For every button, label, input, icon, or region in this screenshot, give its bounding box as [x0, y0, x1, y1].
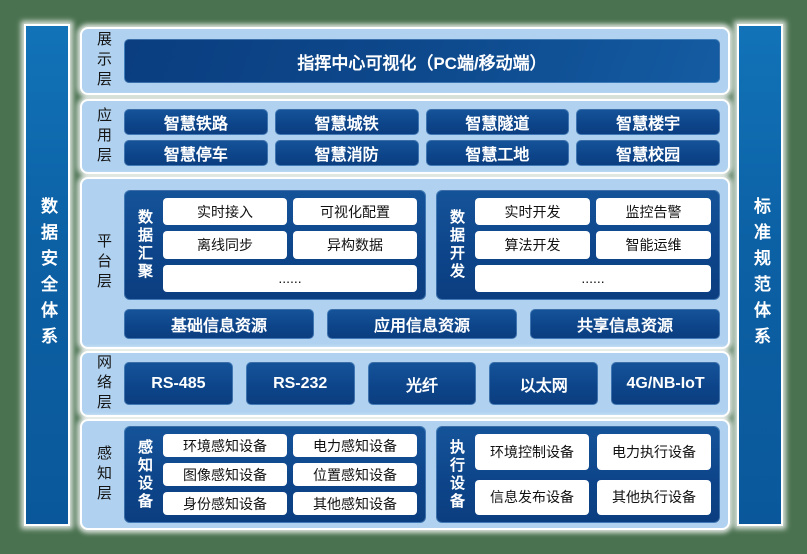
plat-box-intelligent-ops: 智能运维 [596, 231, 711, 259]
perc-box-other-sensing: 其他感知设备 [293, 492, 417, 515]
pillar-standards-label: 标准规范体系 [751, 197, 770, 353]
plat-box-more-right: ...... [475, 264, 711, 292]
pillar-data-security: 数据安全体系 [24, 24, 70, 526]
app-box-smart-firefighting: 智慧消防 [274, 140, 419, 166]
perc-box-env-sensing: 环境感知设备 [163, 434, 287, 457]
app-box-smart-building: 智慧楼宇 [576, 109, 720, 135]
plat-box-offline-sync: 离线同步 [163, 231, 287, 259]
group-actuator-devices: 执行设备 环境控制设备 电力执行设备 信息发布设备 其他执行设备 [436, 426, 720, 523]
group-data-aggregation-label: 数据汇聚 [136, 209, 153, 281]
net-box-fiber: 光纤 [367, 362, 477, 405]
pillar-standards: 标准规范体系 [737, 24, 783, 526]
display-main-box: 指挥中心可视化（PC端/移动端） [124, 39, 720, 83]
platform-resources: 基础信息资源 应用信息资源 共享信息资源 [124, 309, 720, 339]
group-data-development: 数据开发 实时开发 监控告警 算法开发 智能运维 ...... [436, 190, 720, 300]
exec-box-other-exec: 其他执行设备 [597, 479, 711, 515]
resource-box-shared-info: 共享信息资源 [530, 309, 720, 339]
platform-groups: 数据汇聚 实时接入 可视化配置 离线同步 异构数据 ...... 数据开发 实时… [124, 190, 720, 300]
app-box-smart-railway: 智慧铁路 [124, 109, 268, 135]
group-data-aggregation: 数据汇聚 实时接入 可视化配置 离线同步 异构数据 ...... [124, 190, 426, 300]
group-actuator-devices-label: 执行设备 [448, 438, 465, 511]
net-box-ethernet: 以太网 [489, 362, 599, 405]
app-box-smart-parking: 智慧停车 [124, 140, 268, 166]
layer-display: 展示层 指挥中心可视化（PC端/移动端） [80, 27, 730, 95]
perception-groups: 感知设备 环境感知设备 电力感知设备 图像感知设备 位置感知设备 身份感知设备 … [124, 426, 720, 523]
group-data-development-label: 数据开发 [448, 209, 465, 281]
resource-box-application-info: 应用信息资源 [327, 309, 517, 339]
plat-box-algorithm-dev: 算法开发 [475, 231, 590, 259]
app-box-smart-worksite: 智慧工地 [425, 140, 570, 166]
layer-application: 应用层 智慧铁路 智慧城铁 智慧隧道 智慧楼宇 智慧停车 智慧消防 智慧工地 智… [80, 99, 730, 174]
layer-network-label: 网络层 [95, 354, 112, 414]
app-box-smart-tunnel: 智慧隧道 [425, 109, 570, 135]
perc-box-identity-sensing: 身份感知设备 [163, 492, 287, 515]
layer-display-label: 展示层 [95, 31, 112, 91]
app-box-smart-campus: 智慧校园 [576, 140, 720, 166]
plat-box-realtime-access: 实时接入 [163, 198, 287, 226]
plat-box-monitoring-alert: 监控告警 [596, 198, 711, 226]
pillar-data-security-label: 数据安全体系 [38, 197, 57, 353]
exec-box-env-control: 环境控制设备 [475, 434, 589, 470]
layer-network: 网络层 RS-485 RS-232 光纤 以太网 4G/NB-IoT [80, 351, 730, 417]
perc-box-power-sensing: 电力感知设备 [293, 434, 417, 457]
plat-box-more-left: ...... [163, 264, 417, 292]
layer-platform-label: 平台层 [95, 233, 112, 293]
app-box-smart-metro: 智慧城铁 [274, 109, 419, 135]
exec-box-power-exec: 电力执行设备 [597, 434, 711, 470]
network-row: RS-485 RS-232 光纤 以太网 4G/NB-IoT [124, 362, 720, 405]
plat-box-heterogeneous-data: 异构数据 [293, 231, 417, 259]
layer-platform: 平台层 数据汇聚 实时接入 可视化配置 离线同步 异构数据 ...... 数据开… [80, 177, 730, 349]
group-sensing-devices-label: 感知设备 [136, 438, 153, 511]
plat-box-realtime-dev: 实时开发 [475, 198, 590, 226]
net-box-4g-nbiot: 4G/NB-IoT [611, 362, 720, 405]
layer-perception: 感知层 感知设备 环境感知设备 电力感知设备 图像感知设备 位置感知设备 身份感… [80, 419, 730, 530]
net-box-rs232: RS-232 [245, 362, 355, 405]
layer-application-label: 应用层 [95, 106, 112, 167]
plat-box-visual-config: 可视化配置 [293, 198, 417, 226]
resource-box-basic-info: 基础信息资源 [124, 309, 314, 339]
layer-perception-label: 感知层 [95, 444, 112, 505]
perc-box-position-sensing: 位置感知设备 [293, 463, 417, 486]
perc-box-image-sensing: 图像感知设备 [163, 463, 287, 486]
exec-box-info-publish: 信息发布设备 [475, 479, 589, 515]
net-box-rs485: RS-485 [124, 362, 233, 405]
group-sensing-devices: 感知设备 环境感知设备 电力感知设备 图像感知设备 位置感知设备 身份感知设备 … [124, 426, 426, 523]
application-grid: 智慧铁路 智慧城铁 智慧隧道 智慧楼宇 智慧停车 智慧消防 智慧工地 智慧校园 [124, 109, 720, 166]
